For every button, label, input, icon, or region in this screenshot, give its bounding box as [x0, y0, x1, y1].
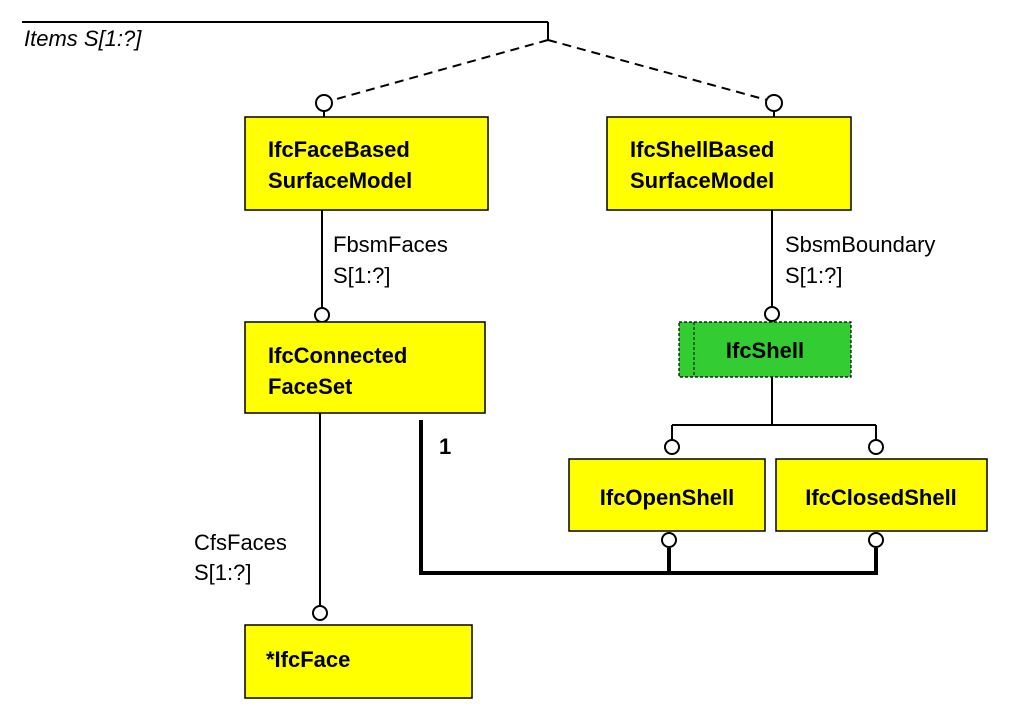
cfs-faces-circle [312, 605, 328, 621]
cfs-faces-label: CfsFaces [194, 530, 287, 555]
sbsm-boundary-label: SbsmBoundary [785, 232, 935, 257]
entity-ifc-shell-based-surface-model[interactable]: IfcShellBased SurfaceModel [606, 116, 852, 211]
entity-ifc-connected-face-set[interactable]: IfcConnected FaceSet [244, 321, 486, 414]
entity-ifc-face-based-surface-model[interactable]: IfcFaceBased SurfaceModel [244, 116, 489, 211]
items-label: Items S[1:?] [24, 26, 142, 51]
select-circle-right [765, 94, 783, 112]
entity-ifc-closed-shell[interactable]: IfcClosedShell [775, 458, 988, 532]
fbsm-faces-cardinality: S[1:?] [333, 263, 390, 288]
subtype-circle-open [664, 439, 680, 455]
fbsm-faces-circle [314, 307, 330, 323]
entity-ifc-face[interactable]: *IfcFace [244, 624, 473, 699]
select-dashed-branches [332, 39, 768, 101]
closed-shell-bottom-circle [868, 532, 884, 548]
entity-label-line1: IfcConnected [268, 343, 407, 368]
entity-ifc-shell[interactable]: IfcShell [678, 321, 852, 378]
entity-label: *IfcFace [266, 647, 350, 672]
entity-label: IfcShell [726, 338, 804, 363]
subtype-circle-closed [868, 439, 884, 455]
entity-label-line2: SurfaceModel [268, 168, 412, 193]
sbsm-boundary-circle [764, 306, 780, 322]
entity-label-line2: SurfaceModel [630, 168, 774, 193]
fbsm-faces-label: FbsmFaces [333, 232, 448, 257]
items-select-connector [22, 21, 549, 40]
entity-ifc-open-shell[interactable]: IfcOpenShell [568, 458, 766, 532]
entity-label-line2: FaceSet [268, 374, 353, 399]
entity-label: IfcClosedShell [805, 485, 957, 510]
shell-subtype-tree [671, 377, 877, 440]
cardinality-one-label: 1 [439, 434, 451, 459]
sbsm-boundary-cardinality: S[1:?] [785, 263, 842, 288]
open-shell-bottom-circle [661, 532, 677, 548]
entity-label: IfcOpenShell [600, 485, 734, 510]
select-circle-left [315, 94, 333, 112]
entity-label-line1: IfcShellBased [630, 137, 774, 162]
entity-label-line1: IfcFaceBased [268, 137, 410, 162]
cfs-to-shell-thick-relation [419, 420, 878, 575]
cfs-faces-cardinality: S[1:?] [194, 560, 251, 585]
